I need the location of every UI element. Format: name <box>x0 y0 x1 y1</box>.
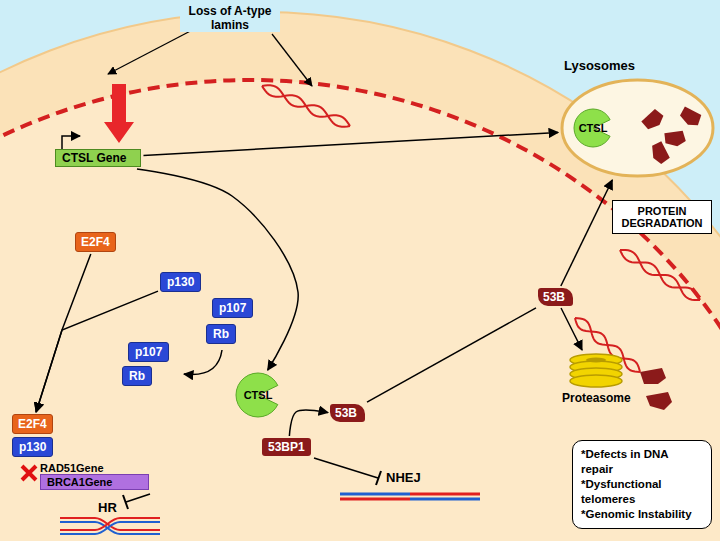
cathepsin-l: CTSL <box>570 108 616 148</box>
text-label: HR <box>98 500 117 515</box>
gene-bar: CTSL Gene <box>55 149 141 167</box>
protein-box: p107 <box>128 342 169 362</box>
node-text: E2F4 <box>18 417 47 431</box>
cleavage-arrow <box>184 350 222 375</box>
node-text: Lysosomes <box>564 58 635 73</box>
red-arrow <box>104 84 134 143</box>
process-box: PROTEIN DEGRADATION <box>612 200 712 234</box>
connector-arrow <box>137 169 298 370</box>
lamin-filament <box>262 86 350 126</box>
protein-box: Rb <box>206 324 236 344</box>
node-text: PROTEIN DEGRADATION <box>619 205 705 229</box>
protein-box: p107 <box>212 298 253 318</box>
node-text: CTSL <box>579 122 608 134</box>
node-text: p130 <box>19 440 46 454</box>
node-text: Rb <box>129 369 145 383</box>
protein-box: p130 <box>160 272 201 292</box>
inhibition-bar <box>376 471 381 485</box>
connector-arrow <box>367 308 536 402</box>
protein-box: E2F4 <box>75 232 116 252</box>
protein-box: 53BP1 <box>262 438 311 456</box>
nucleus <box>0 80 720 541</box>
proteasome: Proteasome <box>562 352 631 405</box>
nuclear-envelope <box>0 80 720 541</box>
node-text: 53B <box>543 290 565 304</box>
proteasome-icon <box>566 352 626 390</box>
node-text: p107 <box>135 345 162 359</box>
protein-fragments <box>640 368 672 410</box>
nhej-dna <box>340 494 480 499</box>
protein-fragment: 53B <box>538 288 573 306</box>
hr-dna <box>60 518 160 534</box>
node-text: *Genomic Instability <box>581 507 703 522</box>
connector-arrow <box>561 308 582 350</box>
inhibition-bar <box>123 495 128 509</box>
protein-box: p130 <box>12 437 53 457</box>
inhibition-line <box>126 494 150 502</box>
text-label: Loss of A-type lamins <box>180 4 280 32</box>
protein-box: E2F4 <box>12 414 53 434</box>
transcription-start <box>62 136 80 149</box>
node-text: 53BP1 <box>268 440 305 454</box>
node-text: 53B <box>335 406 357 420</box>
node-text: CTSL Gene <box>62 151 126 165</box>
text-label: NHEJ <box>386 470 421 485</box>
connector-arrow <box>143 132 558 155</box>
node-text: RAD51Gene <box>40 462 149 474</box>
node-text: Proteasome <box>562 391 631 405</box>
node-text: CTSL <box>244 389 273 401</box>
node-text: Rb <box>213 327 229 341</box>
connector-arrow <box>561 180 612 286</box>
pointer-line <box>108 26 200 74</box>
lamin-filament <box>620 250 700 300</box>
lamin-filament <box>262 85 350 126</box>
inhibition-line <box>314 458 378 478</box>
connector-arrow <box>289 410 328 436</box>
lysosome: CTSLLysosomes <box>560 78 715 178</box>
protein-fragment: 53B <box>330 404 365 422</box>
node-text: E2F4 <box>81 235 110 249</box>
note-box: *Defects in DNA repair*Dysfunctional tel… <box>572 440 712 529</box>
gene-bar: RAD51GeneBRCA1Gene <box>40 462 149 490</box>
pointer-line <box>272 34 312 86</box>
node-text: p107 <box>219 301 246 315</box>
repression-mark <box>22 466 36 480</box>
node-text: p130 <box>167 275 194 289</box>
lamin-filament <box>620 250 700 300</box>
cathepsin-l: CTSL <box>232 372 284 418</box>
node-text: *Defects in DNA repair <box>581 447 703 477</box>
node-text: BRCA1Gene <box>40 474 149 490</box>
node-text: *Dysfunctional telomeres <box>581 477 703 507</box>
protein-box: Rb <box>122 366 152 386</box>
